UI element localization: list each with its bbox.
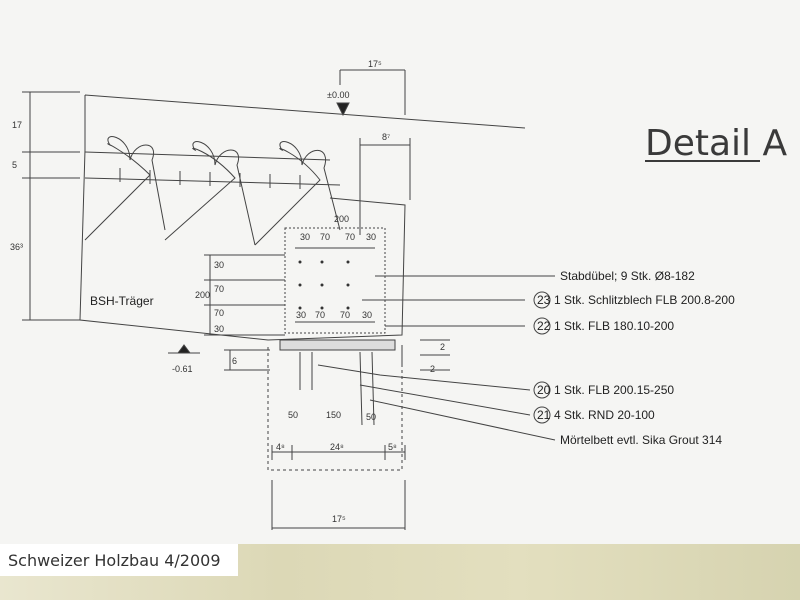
dim-vert-70b: 70 — [214, 308, 224, 318]
callout-number-3: 20 — [537, 383, 551, 397]
column-outline — [267, 347, 403, 471]
callout-circle-22 — [533, 317, 551, 335]
dim-low-70b: 70 — [340, 310, 350, 320]
callout-number-2: 22 — [537, 319, 551, 333]
dim-left-6: 6 — [232, 356, 237, 366]
callout-text-0: Stabdübel; 9 Stk. Ø8-182 — [560, 269, 695, 283]
dowel-points — [298, 260, 350, 310]
dim-left-17: 17 — [12, 120, 22, 130]
callout-circle-21 — [533, 406, 551, 424]
dim-plate-width: 200 — [334, 214, 349, 224]
dim-low-30b: 30 — [362, 310, 372, 320]
callout-text-4: 4 Stk. RND 20-100 — [554, 408, 655, 422]
dim-bottom-5: 5⁸ — [388, 442, 397, 452]
dim-bottom-17: 17⁵ — [332, 514, 346, 524]
source-caption: Schweizer Holzbau 4/2009 — [8, 550, 221, 570]
callout-circle-20 — [533, 381, 551, 399]
callout-circle-23 — [533, 291, 551, 309]
dim-vert-200: 200 — [195, 290, 210, 300]
dim-plate-70b: 70 — [345, 232, 355, 242]
dim-vert-70a: 70 — [214, 284, 224, 294]
dim-bottom-150: 150 — [326, 410, 341, 420]
dim-bottom-50b: 50 — [366, 412, 376, 422]
caption-box: Schweizer Holzbau 4/2009 — [0, 544, 238, 576]
dim-left-36: 36³ — [10, 242, 23, 252]
dim-vert-30a: 30 — [214, 260, 224, 270]
dim-right-2: 2 — [440, 342, 445, 352]
beam-outline — [79, 94, 526, 341]
dim-bottom-4: 4⁸ — [276, 442, 285, 452]
dim-low-30a: 30 — [296, 310, 306, 320]
dim-low-70a: 70 — [315, 310, 325, 320]
reinforcing-bar — [84, 136, 166, 241]
callout-text-2: 1 Stk. FLB 180.10-200 — [554, 319, 674, 333]
concrete-layer — [84, 151, 341, 186]
dim-bottom-50: 50 — [288, 410, 298, 420]
dim-plate-30b: 30 — [366, 232, 376, 242]
level-top: ±0.00 — [327, 90, 349, 100]
dim-bottom-24: 24⁸ — [330, 442, 344, 452]
level-bottom: -0.61 — [172, 364, 193, 374]
callout-number-4: 21 — [537, 408, 551, 422]
dim-top-right: 17⁵ — [368, 59, 382, 69]
reinforcing-bar — [254, 141, 341, 246]
member-label: BSH-Träger — [90, 294, 154, 308]
dim-plate-30a: 30 — [300, 232, 310, 242]
callout-text-1: 1 Stk. Schlitzblech FLB 200.8-200 — [554, 293, 735, 307]
reinforcing-bar — [164, 141, 256, 246]
anchor-rods — [299, 351, 375, 426]
dim-vert-30b: 30 — [214, 324, 224, 334]
dim-left-5: 5 — [12, 160, 17, 170]
base-plate — [279, 339, 396, 351]
detail-title: Detail A — [645, 123, 787, 164]
dim-right-2b: 2 — [430, 364, 435, 374]
callout-text-5: Mörtelbett evtl. Sika Grout 314 — [560, 433, 722, 447]
dim-right-small: 8⁷ — [382, 132, 390, 142]
dim-plate-70a: 70 — [320, 232, 330, 242]
callout-text-3: 1 Stk. FLB 200.15-250 — [554, 383, 674, 397]
callout-number-1: 23 — [537, 293, 551, 307]
